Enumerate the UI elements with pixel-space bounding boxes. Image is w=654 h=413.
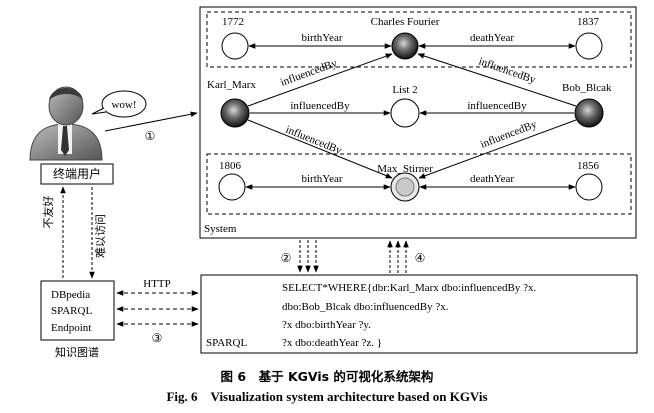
node-charles-fourier[interactable] — [391, 32, 419, 60]
endpoint-line3: Endpoint — [51, 322, 91, 334]
bottom-dashed-group — [206, 153, 632, 215]
endpoint-caption: 知识图谱 — [55, 345, 99, 359]
edge-bob-list2-label: influencedBy — [467, 100, 527, 112]
endpoint-box — [40, 280, 115, 341]
step4-label: ④ — [415, 251, 426, 265]
node-bob-blcak[interactable] — [574, 98, 604, 128]
edge-deathyear-top-label: deathYear — [470, 32, 514, 44]
edge-bob-stirner — [418, 119, 577, 179]
caption-english: Fig. 6 Visualization system architecture… — [166, 389, 487, 404]
node-1837-label: 1837 — [577, 16, 600, 28]
node-list2[interactable] — [390, 98, 420, 128]
side-text-unfriendly: 不友好 — [41, 196, 55, 229]
node-1856-label: 1856 — [577, 160, 600, 172]
step3-label: ③ — [152, 331, 163, 345]
query-line-1: SELECT*WHERE{dbr:Karl_Marx dbo:influence… — [282, 282, 537, 294]
query-line-2: dbo:Bob_Blcak dbo:influencedBy ?x. — [282, 301, 449, 313]
node-1806-label: 1806 — [219, 160, 242, 172]
system-label: System — [204, 223, 237, 235]
node-max-stirner-portrait — [395, 177, 415, 197]
endpoint-line2: SPARQL — [51, 305, 92, 317]
speech-bubble-tail — [91, 107, 107, 115]
edge-deathyear-bottom-label: deathYear — [470, 173, 514, 185]
edge-marx-fourier — [247, 53, 393, 107]
top-dashed-group — [206, 11, 632, 68]
user-label-box — [40, 163, 114, 185]
user-label: 终端用户 — [53, 166, 101, 181]
node-list2-label: List 2 — [392, 84, 417, 96]
edge-marx-stirner — [247, 119, 393, 179]
endpoint-line1: DBpedia — [51, 289, 90, 301]
node-bob-blcak-label: Bob_Blcak — [562, 82, 612, 94]
node-1772-label: 1772 — [222, 16, 244, 28]
step1-label: ① — [145, 129, 156, 143]
node-1806[interactable] — [218, 173, 246, 201]
query-line-3: ?x dbo:birthYear ?y. — [282, 319, 371, 331]
arrow-step1 — [104, 111, 198, 132]
side-text-hard-to-access: 难以访问 — [94, 214, 107, 258]
node-max-stirner-label: Max_Stirner — [377, 163, 433, 175]
speech-bubble — [101, 90, 147, 118]
edge-bob-fourier — [417, 53, 577, 107]
node-karl-marx[interactable] — [220, 98, 250, 128]
step2-label: ② — [281, 251, 292, 265]
edge-bob-fourier-label: influencedBy — [477, 55, 537, 86]
edge-marx-stirner-label: influencedBy — [284, 124, 344, 158]
node-1837[interactable] — [575, 32, 603, 60]
sparql-query-box — [200, 274, 638, 354]
speech-bubble-text: wow! — [111, 99, 136, 111]
node-charles-fourier-label: Charles Fourier — [371, 16, 440, 28]
query-box-label: SPARQL — [206, 337, 247, 349]
system-box — [199, 6, 637, 239]
user-icon — [29, 86, 103, 161]
http-label: HTTP — [143, 278, 171, 290]
edge-marx-list2-label: influencedBy — [290, 100, 350, 112]
edge-bob-stirner-label: influencedBy — [479, 118, 539, 151]
node-1772[interactable] — [221, 32, 249, 60]
query-line-4: ?x dbo:deathYear ?z. } — [282, 337, 382, 349]
node-1856[interactable] — [575, 173, 603, 201]
node-karl-marx-label: Karl_Marx — [207, 79, 256, 91]
caption-chinese: 图 6 基于 KGVis 的可视化系统架构 — [221, 369, 434, 384]
edge-birthyear-top-label: birthYear — [301, 32, 342, 44]
edge-birthyear-bottom-label: birthYear — [301, 173, 342, 185]
